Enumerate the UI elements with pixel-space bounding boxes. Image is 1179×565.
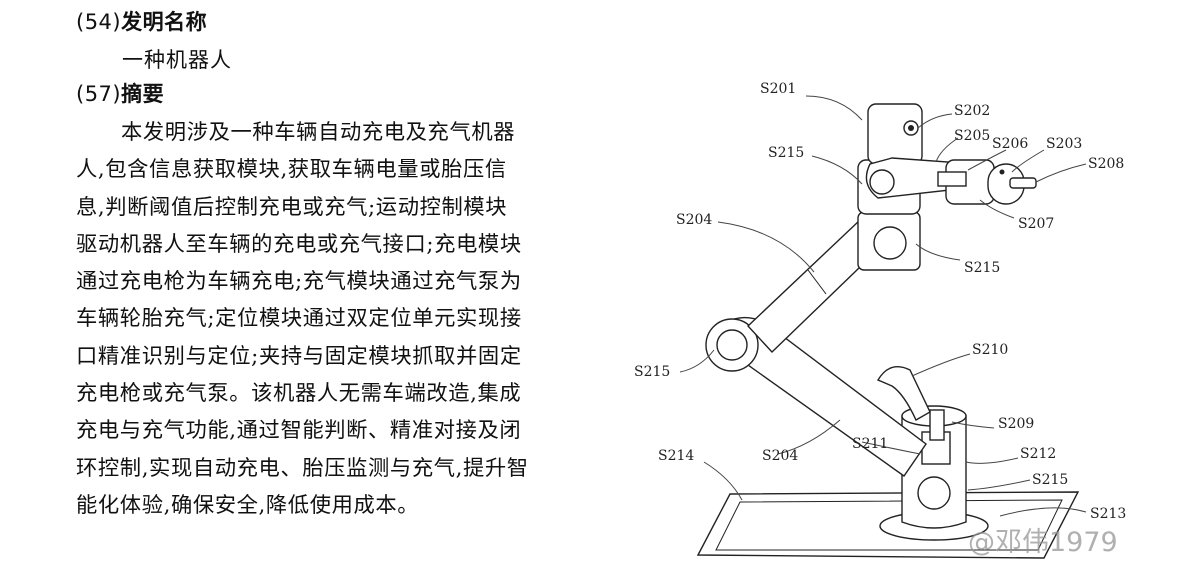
abstract-line: 能化体验,确保安全,降低使用成本。	[76, 492, 420, 518]
section-57-number: (57)	[76, 82, 122, 106]
label-s215-wrist: S215	[964, 260, 1000, 276]
label-s209: S209	[998, 416, 1034, 432]
abstract-line: 充电与充气功能,通过智能判断、精准对接及闭	[76, 418, 522, 444]
elbow-joint	[716, 329, 748, 361]
label-s210: S210	[972, 342, 1008, 358]
label-s204-lower: S204	[762, 448, 798, 464]
label-s201: S201	[760, 81, 796, 97]
abstract-line: 口精准识别与定位;夹持与固定模块抓取并固定	[76, 343, 522, 369]
label-s215-top: S215	[768, 145, 804, 161]
label-s215-elbow: S215	[634, 364, 670, 380]
invention-name: 一种机器人	[122, 48, 232, 72]
section-57-title: 摘要	[121, 82, 165, 106]
abstract-line: 车辆轮胎充气;定位模块通过双定位单元实现接	[76, 306, 522, 332]
section-54-number: (54)	[76, 10, 122, 34]
section-54-title: 发明名称	[121, 10, 208, 34]
robot-arm-drawing: S201 S202 S205 S206 S203 S208 S215 S207 …	[634, 81, 1126, 559]
label-s204-upper: S204	[676, 212, 712, 228]
label-s207: S207	[1018, 216, 1054, 232]
gripper-hook	[876, 366, 931, 421]
label-s214: S214	[658, 448, 694, 464]
label-s203: S203	[1046, 136, 1082, 152]
abstract-line: 通过充电枪为车辆充电;充气模块通过充气泵为	[76, 269, 522, 295]
label-s215-base: S215	[1032, 472, 1068, 488]
abstract-line: 驱动机器人至车辆的充电或充气接口;充电模块	[76, 231, 522, 257]
section-54-heading: (54)发明名称	[76, 6, 207, 36]
nozzle	[1009, 177, 1037, 189]
section-57-heading: (57)摘要	[76, 78, 164, 108]
label-s205: S205	[954, 128, 990, 144]
label-s202: S202	[954, 103, 990, 119]
abstract-line: 本发明涉及一种车辆自动充电及充气机器	[121, 120, 516, 145]
abstract-line: 充电枪或充气泵。该机器人无需车端改造,集成	[76, 381, 522, 407]
label-s213: S213	[1090, 506, 1126, 522]
base-joint	[917, 476, 951, 510]
abstract-line: 环控制,实现自动充电、胎压监测与充气,提升智	[76, 455, 529, 481]
robot-figure: S201 S202 S205 S206 S203 S208 S215 S207 …	[600, 60, 1179, 565]
watermark: @邓伟1979	[968, 527, 1118, 558]
label-s206: S206	[992, 136, 1028, 152]
label-s211: S211	[852, 436, 888, 452]
label-s208: S208	[1088, 156, 1124, 172]
abstract-line: 息,判断阈值后控制充电或充气;运动控制模块	[76, 194, 508, 220]
abstract-text: 本发明涉及一种车辆自动充电及充气机器 人,包含信息获取模块,获取车辆电量或胎压信…	[76, 114, 586, 524]
label-s212: S212	[1020, 446, 1056, 462]
abstract-line: 人,包含信息获取模块,获取车辆电量或胎压信	[76, 157, 507, 183]
